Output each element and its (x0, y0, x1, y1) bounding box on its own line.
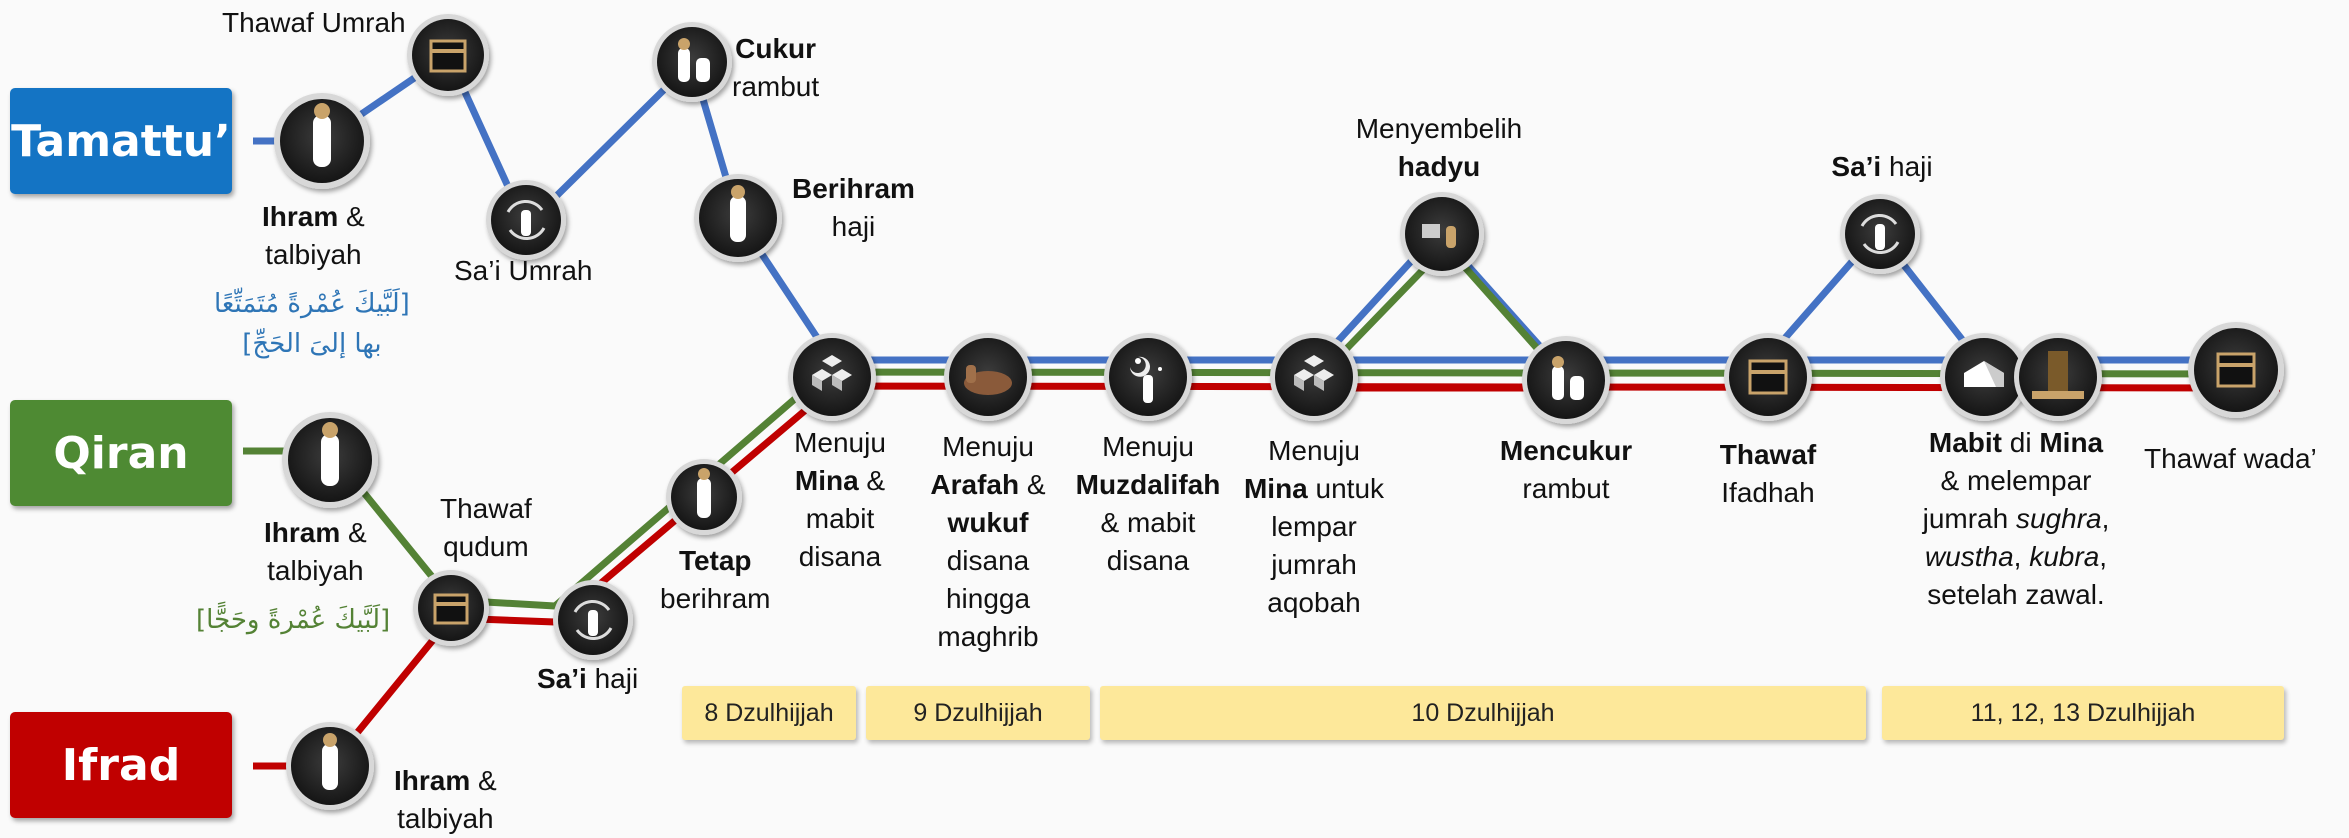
label-thawaf-ifadhah: Thawaf Ifadhah (1719, 439, 1817, 508)
label-menuju-muzdalifah: Menuju Muzdalifah & mabit disana (1075, 431, 1221, 576)
label-ihram-qiran: Ihram & talbiyah (264, 517, 367, 586)
label-menuju-mina: Menuju Mina & mabit disana (794, 427, 886, 572)
label-hadyu: Menyembelih hadyu (1355, 113, 1523, 182)
label-thawaf-umrah: Thawaf Umrah (222, 7, 406, 38)
node-ihram-tamattu (274, 93, 370, 189)
node-menuju-mina (788, 333, 876, 421)
label-menuju-arafah: Menuju Arafah & wukuf disana hingga magh… (930, 431, 1046, 652)
label-thawaf-wada: Thawaf wada’ (2144, 443, 2317, 474)
label-tetap: Tetap berihram (660, 545, 771, 614)
tamattu-label: Tamattu’ (10, 88, 232, 194)
node-menuju-arafah (944, 333, 1032, 421)
node-ihram-ifrad (286, 722, 374, 810)
label-sai-haji-right: Sa’i haji (1831, 151, 1933, 182)
ifrad-label: Ifrad (10, 712, 232, 818)
node-menuju-muzdalifah (1104, 333, 1192, 421)
node-sai-haji-left (553, 580, 633, 660)
node-thawaf-qudum (413, 570, 489, 646)
label-cukur: Cukur rambut (732, 33, 820, 102)
date-10-dzulhijjah: 10 Dzulhijjah (1100, 686, 1866, 740)
label-mabit-mina: Mabit di Mina & melempar jumrah sughra, … (1922, 427, 2110, 610)
node-cukur (652, 22, 732, 102)
niat-qiran: [لَبَّيكَ عُمْرةً وحَجًّا] (196, 605, 391, 635)
node-hadyu (1400, 192, 1484, 276)
label-sai-haji-left: Sa’i haji (537, 663, 639, 694)
node-tetap (666, 459, 742, 535)
label-berihram: Berihram haji (792, 173, 915, 242)
node-thawaf-wada (2188, 322, 2284, 418)
node-ihram-qiran (282, 412, 378, 508)
date-9-dzulhijjah: 9 Dzulhijjah (866, 686, 1090, 740)
node-thawaf-ifadhah (1724, 333, 1812, 421)
node-menuju-mina-lempar (1270, 333, 1358, 421)
date-11-13-dzulhijjah: 11, 12, 13 Dzulhijjah (1882, 686, 2284, 740)
node-thawaf-umrah (407, 14, 489, 96)
label-mencukur: Mencukur rambut (1499, 435, 1633, 504)
label-ihram-ifrad: Ihram & talbiyah (394, 765, 497, 834)
date-8-dzulhijjah: 8 Dzulhijjah (682, 686, 856, 740)
node-mencukur (1522, 336, 1610, 424)
node-berihram (694, 174, 782, 262)
label-menuju-mina-lempar: Menuju Mina untuk lempar jumrah aqobah (1243, 435, 1385, 618)
node-jumrah (2014, 333, 2102, 421)
node-sai-umrah (486, 180, 566, 260)
label-thawaf-qudum: Thawaf qudum (440, 493, 532, 562)
node-mabit-mina (1940, 333, 2028, 421)
qiran-label: Qiran (10, 400, 232, 506)
label-ihram-tamattu: Ihram & talbiyah (262, 201, 365, 270)
label-sai-umrah: Sa’i Umrah (454, 255, 593, 286)
node-sai-haji-right (1840, 194, 1920, 274)
